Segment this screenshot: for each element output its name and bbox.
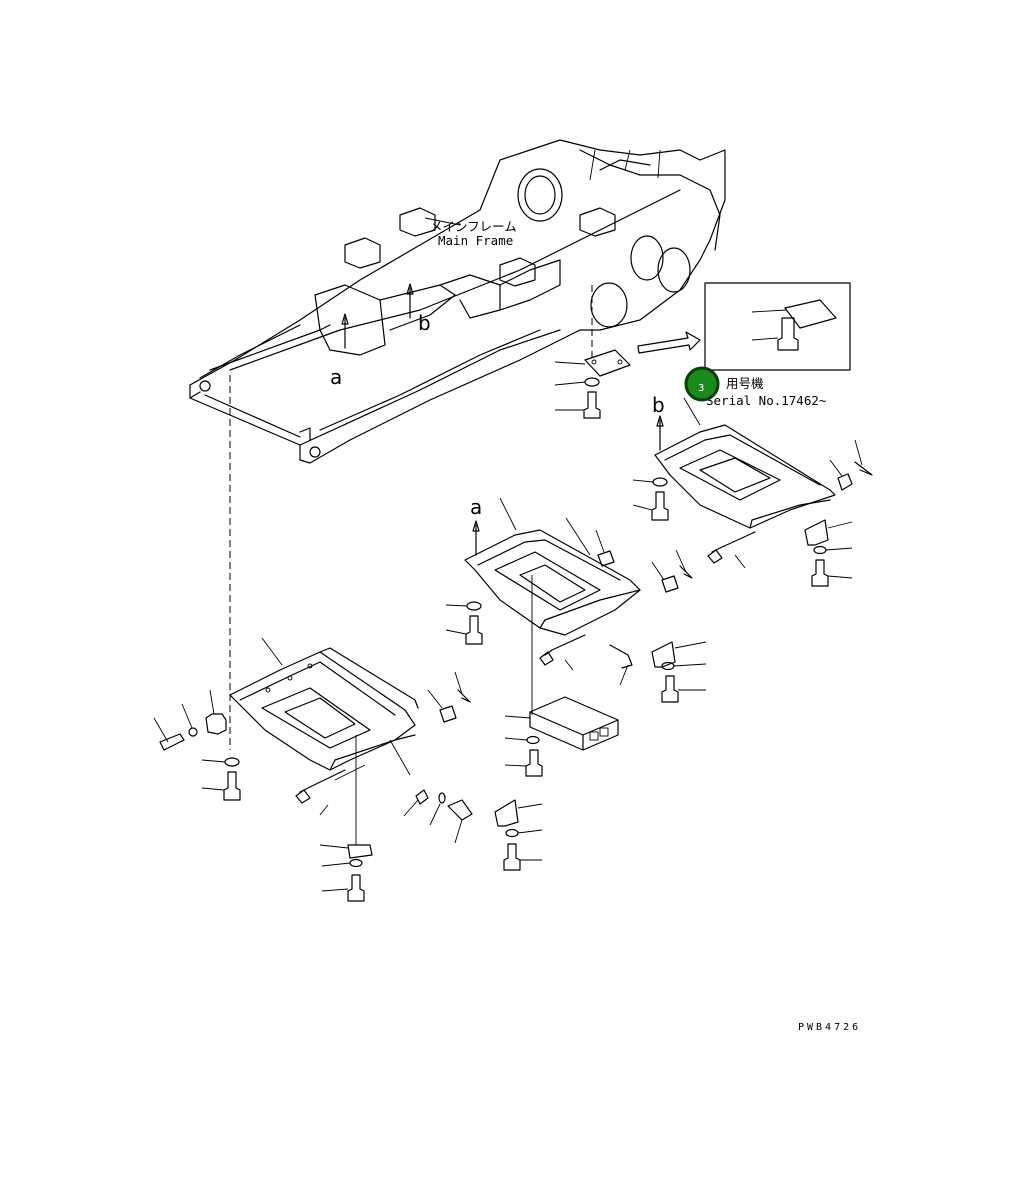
cover-plate-small [554, 349, 631, 419]
main-frame-label-jp: メインフレーム [430, 219, 517, 234]
serial-label-jp: 用号機 [726, 376, 764, 391]
view-a-label-frame: a [330, 365, 342, 389]
view-b-label-guard: b [652, 393, 665, 417]
undercover-a: a [445, 495, 707, 703]
main-frame-label-en: Main Frame [438, 233, 513, 248]
callout-marker[interactable]: 3 [684, 366, 720, 402]
view-a-label-guard: a [470, 495, 482, 519]
callout-marker-number: 3 [698, 383, 704, 394]
drawing-code: PWB4726 [798, 1022, 861, 1033]
undercover-b: b [632, 393, 873, 587]
undercover-front [153, 637, 543, 902]
controller-box [504, 696, 619, 777]
main-frame [189, 139, 726, 750]
detail-box [637, 282, 851, 371]
view-b-label-frame: b [418, 311, 431, 335]
serial-label-en: Serial No.17462~ [706, 393, 826, 408]
